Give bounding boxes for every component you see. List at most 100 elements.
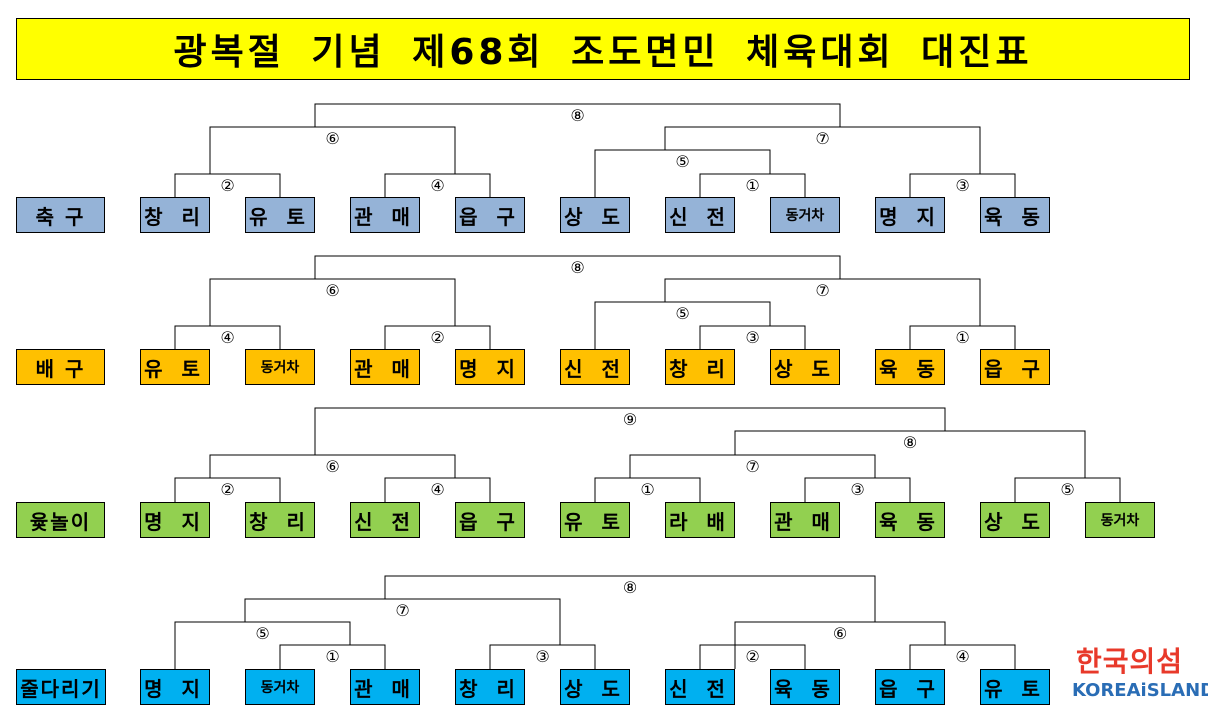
match-number: ② (430, 328, 444, 347)
match-number: ⑥ (325, 457, 339, 476)
team-box: 창 리 (140, 197, 210, 233)
team-box: 유 토 (140, 349, 210, 385)
bracket-line (734, 621, 946, 669)
team-box: 신 전 (665, 197, 735, 233)
team-box: 상 도 (980, 502, 1050, 538)
bracket-line (174, 325, 281, 349)
team-box: 관 매 (350, 669, 420, 705)
bracket-line (314, 103, 841, 127)
match-number: ④ (220, 328, 234, 347)
team-box: 라 배 (665, 502, 735, 538)
bracket-line (594, 477, 701, 502)
team-box: 신 전 (560, 349, 630, 385)
team-box: 읍 구 (455, 502, 525, 538)
match-number: ⑦ (815, 281, 829, 300)
team-box: 창 리 (665, 349, 735, 385)
bracket-line (629, 454, 876, 478)
category-label: 배 구 (16, 349, 105, 385)
bracket-line (699, 173, 806, 197)
match-number: ⑦ (815, 129, 829, 148)
match-number: ⑤ (1060, 480, 1074, 499)
team-box: 동거차 (770, 197, 840, 233)
team-box: 읍 구 (455, 197, 525, 233)
team-box: 유 토 (980, 669, 1050, 705)
team-box: 명 지 (140, 502, 210, 538)
bracket-line (699, 644, 806, 669)
match-number: ① (955, 328, 969, 347)
match-number: ② (220, 176, 234, 195)
team-box: 육 동 (875, 349, 945, 385)
category-label: 줄다리기 (16, 669, 106, 705)
team-box: 읍 구 (875, 669, 945, 705)
match-number: ④ (430, 176, 444, 195)
bracket-line (384, 325, 491, 349)
page-title: 광복절 기념 제68회 조도면민 체육대회 대진표 (16, 18, 1190, 80)
team-box: 동거차 (245, 349, 315, 385)
match-number: ③ (745, 328, 759, 347)
team-box: 육 동 (980, 197, 1050, 233)
bracket-line (909, 173, 1016, 197)
match-number: ⑥ (325, 129, 339, 148)
bracket-line (314, 255, 841, 279)
korea-island-logo: 한국의섬 KOREAiSLAND (1072, 645, 1208, 701)
match-number: ④ (430, 480, 444, 499)
bracket-line (384, 575, 876, 622)
bracket-line (594, 301, 771, 349)
team-box: 육 동 (770, 669, 840, 705)
bracket-line (664, 126, 981, 174)
bracket-line (909, 325, 1016, 349)
match-number: ③ (955, 176, 969, 195)
match-number: ① (640, 480, 654, 499)
match-number: ⑦ (395, 601, 409, 620)
bracket-line (314, 407, 946, 455)
bracket-line (1014, 477, 1121, 502)
bracket-line (384, 173, 491, 197)
match-number: ⑤ (255, 624, 269, 643)
bracket-line (384, 477, 491, 502)
team-box: 유 토 (245, 197, 315, 233)
bracket-line (174, 477, 281, 502)
match-number: ③ (535, 647, 549, 666)
match-number: ⑤ (675, 304, 689, 323)
category-label: 윷놀이 (16, 502, 105, 538)
team-box: 창 리 (455, 669, 525, 705)
team-box: 신 전 (665, 669, 735, 705)
team-box: 관 매 (350, 197, 420, 233)
team-box: 명 지 (455, 349, 525, 385)
team-box: 동거차 (245, 669, 315, 705)
match-number: ⑧ (570, 106, 584, 125)
bracket-line (209, 454, 456, 478)
bracket-line (174, 173, 281, 197)
team-box: 명 지 (140, 669, 210, 705)
bracket-line (279, 644, 386, 669)
bracket-line (209, 126, 456, 174)
match-number: ① (325, 647, 339, 666)
team-box: 관 매 (350, 349, 420, 385)
bracket-line (209, 278, 456, 326)
match-number: ⑥ (325, 281, 339, 300)
match-number: ⑧ (623, 578, 637, 597)
match-number: ⑥ (833, 624, 847, 643)
bracket-line (804, 477, 911, 502)
bracket-line (594, 149, 771, 197)
bracket-line (909, 644, 1016, 669)
match-number: ⑤ (675, 152, 689, 171)
category-label: 축 구 (16, 197, 105, 233)
match-number: ② (745, 647, 759, 666)
match-number: ⑧ (570, 258, 584, 277)
bracket-line (699, 325, 806, 349)
match-number: ② (220, 480, 234, 499)
match-number: ⑨ (623, 410, 637, 429)
team-box: 상 도 (560, 197, 630, 233)
team-box: 동거차 (1085, 502, 1155, 538)
bracket-line (664, 278, 981, 326)
match-number: ① (745, 176, 759, 195)
match-number: ⑦ (745, 457, 759, 476)
team-box: 상 도 (770, 349, 840, 385)
team-box: 유 토 (560, 502, 630, 538)
bracket-line (244, 598, 561, 645)
bracket-line (489, 644, 596, 669)
team-box: 창 리 (245, 502, 315, 538)
match-number: ③ (850, 480, 864, 499)
